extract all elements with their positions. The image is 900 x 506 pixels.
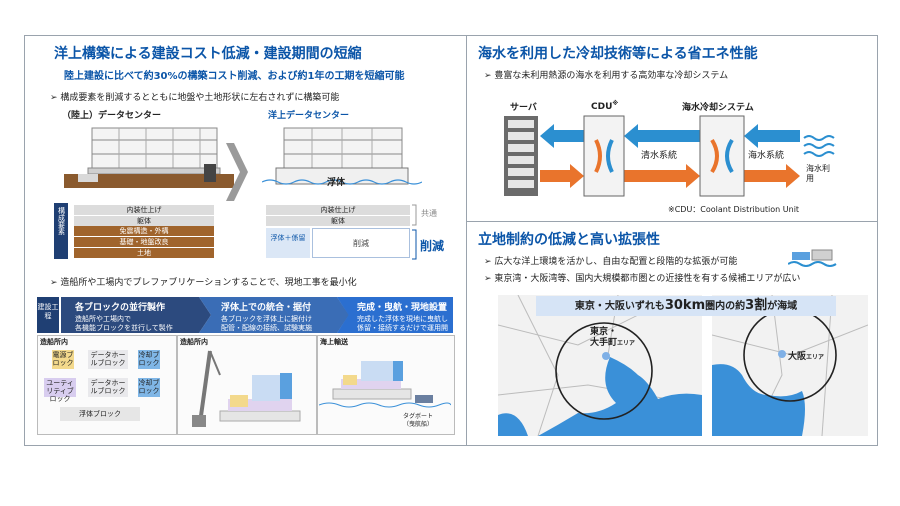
left-bullet-1: 構成要素を削減するとともに地盤や土地形状に左右されずに構築可能 (50, 90, 339, 103)
shipyard-label: 造船所内 (40, 338, 68, 346)
step-3-title: 完成・曳航・現地設置 (357, 303, 448, 313)
bracket-icon (412, 204, 417, 260)
osaka-pin (778, 350, 786, 358)
components-label: 構成要素 (57, 207, 66, 235)
block-utility: ユーティリティブロック (44, 378, 76, 403)
osaka-label-text: 大阪 (788, 352, 807, 362)
cdu-mark: ※ (612, 100, 619, 107)
banner-pre: 東京・大阪いずれも (574, 301, 665, 312)
block-datahall-2: データホールブロック (88, 378, 128, 397)
right-bottom-bullet-1: 広大な洋上環境を活かし、自由な配置と段階的な拡張が可能 (484, 254, 737, 267)
block-power: 電源ブロック (52, 350, 74, 369)
cdu-text: CDU (591, 102, 613, 112)
crane-integration-illustration (192, 350, 301, 427)
cooling-system-diagram (504, 115, 835, 197)
left-bullet-2: 造船所や工場内でプレファブリケーションすることで、現地工事を最小化 (50, 275, 356, 288)
step-3: 完成・曳航・現地設置 完成した浮体を現地に曳航し 係留・接続するだけで運用開始可… (337, 297, 453, 333)
banner-num-2: 3割 (745, 298, 768, 313)
tokyo-area-suffix: エリア (617, 340, 636, 347)
map-banner: 東京・大阪いずれも30km圏内の約3割が海域 (536, 296, 836, 316)
container-stack-icon (788, 249, 837, 267)
step-2-title: 浮体上での統合・据付 (221, 303, 312, 313)
sea-dc-label: 洋上データセンター (268, 111, 350, 121)
land-layer-seismic: 免震構造・外構 (74, 226, 214, 236)
sea-layer-reduction: 削減 (312, 228, 410, 258)
step-2: 浮体上での統合・据付 各ブロックを浮体上に据付け 配管・配線の接続、試験実施 (199, 297, 349, 333)
sea-building-illustration (262, 127, 422, 185)
step-1-line-1: 造船所や工場内で (75, 315, 131, 323)
process-bar: 建設工程 各ブロックの並行製作 造船所や工場内で 各機能ブロックを並行して製作 … (37, 297, 453, 333)
sea-layer-interior: 内装仕上げ (266, 205, 410, 215)
land-layer-land: 土地 (74, 248, 214, 258)
sea-transport-label: 海上輸送 (320, 338, 348, 346)
sea-transport-illustration (319, 361, 451, 408)
osaka-map (712, 295, 868, 436)
sea-layer-float: 浮体＋係留 (266, 228, 310, 258)
server-label: サーバ (510, 103, 537, 113)
tugboat-label: タグボート（曳航船） (403, 413, 434, 428)
right-top-bullet: 豊富な未利用熱源の海水を利用する高効率な冷却システム (484, 68, 728, 81)
step-2-line-1: 各ブロックを浮体上に据付け (221, 315, 312, 323)
step-2-line-2: 配管・配線の接続、試験実施 (221, 324, 312, 332)
left-subtitle: 陸上建設に比べて約30%の構築コスト削減、および約1年の工期を短縮可能 (64, 71, 405, 82)
common-label: 共通 (421, 209, 437, 218)
step-3-line-1: 完成した浮体を現地に曳航し (357, 315, 448, 323)
sea-water-label: 海水系統 (748, 151, 785, 161)
step-3-line-2: 係留・接続するだけで運用開始可能 (357, 324, 448, 332)
banner-post: が海域 (767, 301, 798, 312)
components-label-box: 構成要素 (54, 203, 68, 259)
tokyo-pin (602, 352, 610, 360)
banner-mid: 圏内の約 (705, 301, 746, 312)
sea-layer-frame: 躯体 (266, 215, 410, 226)
tokyo-label-1: 東京・ (590, 327, 618, 337)
reduction-big-label: 削減 (420, 239, 445, 253)
right-top-title: 海水を利用した冷却技術等による省エネ性能 (478, 46, 758, 62)
step-1: 各ブロックの並行製作 造船所や工場内で 各機能ブロックを並行して製作 (61, 297, 211, 333)
seawater-system-label: 海水冷却システム (682, 103, 754, 113)
cdu-footnote: ※CDU：Coolant Distribution Unit (668, 205, 800, 214)
illustration-sea-transport (317, 335, 455, 435)
process-label-box: 建設工程 (37, 297, 59, 333)
step-1-title: 各ブロックの並行製作 (75, 303, 166, 313)
right-bottom-title: 立地制約の低減と高い拡張性 (478, 232, 660, 248)
land-layer-foundation: 基礎・地盤改良 (74, 237, 214, 247)
osaka-label: 大阪エリア (788, 349, 824, 362)
process-label: 建設工程 (37, 303, 59, 320)
left-title: 洋上構築による建設コスト低減・建設期間の短縮 (54, 46, 362, 62)
step-1-line-2: 各機能ブロックを並行して製作 (75, 324, 173, 332)
land-layer-interior: 内装仕上げ (74, 205, 214, 215)
block-float: 浮体ブロック (60, 407, 140, 421)
banner-num-1: 30km (664, 298, 706, 313)
tokyo-map (498, 295, 702, 436)
right-bottom-bullet-2: 東京湾・大阪湾等、国内大規模都市圏との近接性を有する候補エリアが広い (484, 271, 800, 284)
chevron-right-icon (226, 143, 248, 201)
tokyo-label: 東京・ 大手町エリア (590, 327, 635, 349)
block-cooling-2: 冷却ブロック (138, 378, 160, 397)
tokyo-label-2: 大手町 (590, 338, 618, 348)
block-datahall-1: データホールブロック (88, 350, 128, 369)
floating-body-label: 浮体 (327, 178, 346, 188)
shipyard2-label: 造船所内 (180, 338, 208, 346)
fresh-water-label: 清水系統 (641, 151, 678, 161)
cdu-label: CDU※ (591, 100, 618, 112)
land-layer-frame: 躯体 (74, 215, 214, 226)
sea-use-label: 海水利用 (806, 164, 830, 183)
osaka-area-suffix: エリア (806, 354, 825, 361)
block-cooling-1: 冷却ブロック (138, 350, 160, 369)
land-building-illustration (64, 127, 234, 188)
land-dc-label: （陸上）データセンター (62, 111, 162, 121)
